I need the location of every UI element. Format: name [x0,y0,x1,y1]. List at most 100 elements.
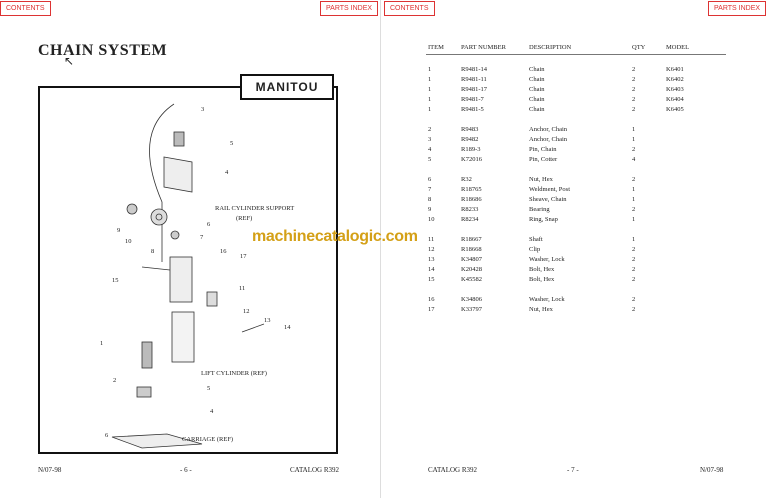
cell-qty: 4 [632,156,636,163]
cell-description: Pin, Cotter [529,156,558,163]
cell-part-number: R32 [461,176,472,183]
cell-item: 8 [428,196,432,203]
cell-part-number: R9481-14 [461,66,487,73]
header-qty: QTY [632,44,646,51]
callout-13: 13 [264,317,271,324]
callout-6b: 6 [105,432,109,439]
cell-part-number: K20428 [461,266,482,273]
cell-item: 11 [428,236,435,243]
header-rule [426,54,726,55]
cell-part-number: R9483 [461,126,479,133]
cell-description: Nut, Hex [529,176,553,183]
cell-qty: 2 [632,296,636,303]
cell-model: K6404 [666,96,684,103]
cell-part-number: R9481-11 [461,76,487,83]
footer-catalog-left: CATALOG R392 [290,466,340,474]
contents-button-left[interactable]: CONTENTS [0,1,51,16]
callout-17: 17 [240,253,247,260]
cell-description: Chain [529,76,545,83]
cell-qty: 2 [632,106,636,113]
diagram-frame: 3 5 4 9 10 8 6 7 16 17 15 11 12 13 14 1 … [38,86,338,454]
cell-qty: 2 [632,86,636,93]
cell-item: 14 [428,266,435,273]
chain-anchor-part [173,131,185,147]
label-lift-cylinder: LIFT CYLINDER (REF) [201,370,267,377]
cell-qty: 1 [632,196,636,203]
page-gutter [380,0,381,498]
cell-part-number: R18765 [461,186,482,193]
cell-item: 9 [428,206,432,213]
cell-part-number: K45582 [461,276,482,283]
parts-index-button-right[interactable]: PARTS INDEX [708,1,767,16]
cell-item: 1 [428,106,432,113]
cell-item: 1 [428,66,432,73]
cell-model: K6403 [666,86,684,93]
contents-button-right[interactable]: CONTENTS [384,1,435,16]
callout-4: 4 [225,169,229,176]
cell-item: 16 [428,296,435,303]
cell-item: 5 [428,156,432,163]
cell-description: Chain [529,106,545,113]
callout-5b: 5 [207,385,210,392]
header-part-number: PART NUMBER [461,44,506,51]
cell-description: Clip [529,246,541,253]
cell-item: 1 [428,86,432,93]
cell-item: 1 [428,76,432,83]
footer-catalog-right: CATALOG R392 [428,466,478,474]
cell-item: 12 [428,246,435,253]
cell-description: Weldment, Post [529,186,571,193]
footer-page-right: - 7 - [567,466,579,474]
cell-description: Nut, Hex [529,306,553,313]
footer-date-right: N/07-98 [700,466,724,474]
footer-date-left: N/07-98 [38,466,62,474]
cell-item: 3 [428,136,432,143]
cell-qty: 1 [632,136,636,143]
cell-qty: 2 [632,266,636,273]
cell-description: Chain [529,96,545,103]
cell-part-number: R9481-17 [461,86,487,93]
header-description: DESCRIPTION [529,44,572,51]
cell-qty: 2 [632,276,636,283]
callout-3: 3 [201,106,204,113]
cell-part-number: R8233 [461,206,479,213]
cell-part-number: R8234 [461,216,479,223]
manitou-logo: MANITOU [240,74,334,100]
cell-part-number: K34806 [461,296,482,303]
cell-item: 10 [428,216,435,223]
callout-9: 9 [117,227,120,234]
callout-4b: 4 [210,408,214,415]
callout-6: 6 [207,221,211,228]
cell-part-number: R9481-5 [461,106,484,113]
cell-part-number: K33797 [461,306,482,313]
cell-description: Bearing [529,206,550,213]
cell-item: 15 [428,276,435,283]
callout-11: 11 [239,285,245,292]
callout-7: 7 [200,234,204,241]
cell-description: Anchor, Chain [529,136,568,143]
cell-item: 4 [428,146,432,153]
callout-5: 5 [230,140,233,147]
callout-12: 12 [243,308,250,315]
cell-part-number: R9482 [461,136,479,143]
cell-qty: 2 [632,306,636,313]
parts-index-button-left[interactable]: PARTS INDEX [320,1,379,16]
cell-qty: 1 [632,186,636,193]
cell-description: Sheave, Chain [529,196,567,203]
label-ref: (REF) [236,215,252,222]
cell-qty: 2 [632,256,636,263]
callout-10: 10 [125,238,132,245]
callout-8: 8 [151,248,154,255]
cell-part-number: R18686 [461,196,482,203]
cell-description: Bolt, Hex [529,276,555,283]
cell-description: Shaft [529,236,543,243]
cell-qty: 1 [632,236,636,243]
cell-description: Chain [529,66,545,73]
cell-item: 1 [428,96,432,103]
cell-qty: 2 [632,246,636,253]
cell-qty: 2 [632,66,636,73]
cell-item: 13 [428,256,435,263]
callout-2: 2 [113,377,116,384]
cursor-icon: ↖ [64,54,75,68]
cell-qty: 1 [632,216,636,223]
chain-system-diagram: 3 5 4 9 10 8 6 7 16 17 15 11 12 13 14 1 … [100,103,294,449]
